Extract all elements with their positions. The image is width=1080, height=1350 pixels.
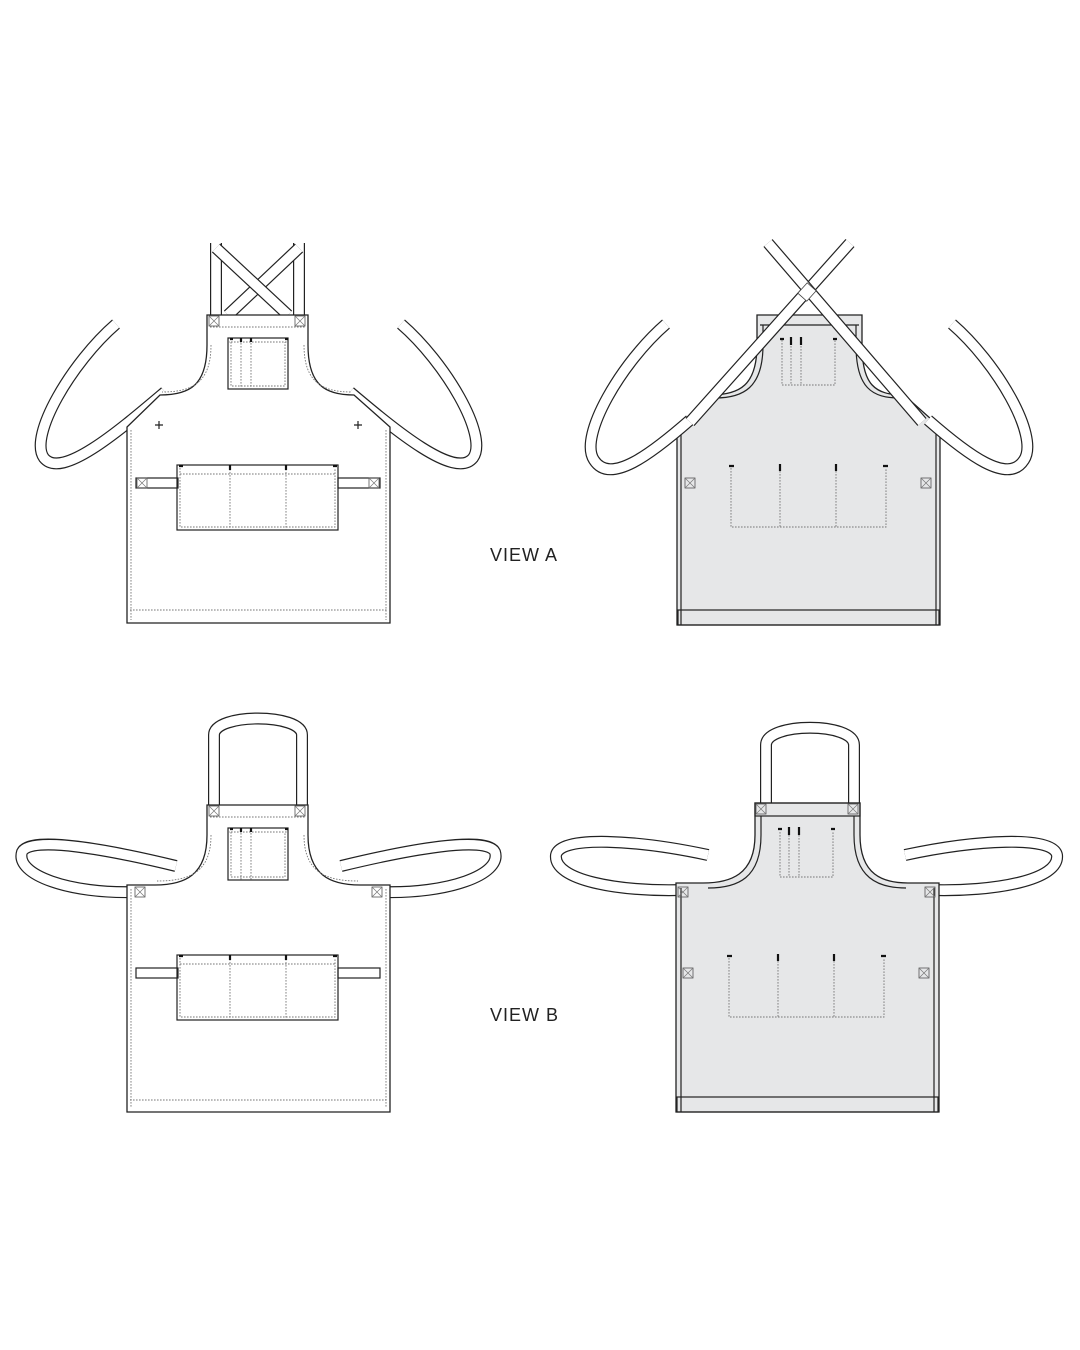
right-waist-tie <box>903 835 1063 897</box>
apron-body <box>126 314 391 624</box>
apron-body-back <box>675 802 940 1113</box>
apron-body <box>126 804 391 1113</box>
left-waist-tie <box>584 319 694 476</box>
neck-strap <box>208 712 308 810</box>
view-b-front <box>15 712 502 1113</box>
front-pocket <box>176 464 339 531</box>
chest-pocket <box>227 337 289 390</box>
view-a-front <box>34 243 483 624</box>
view-b-label: VIEW B <box>490 1005 560 1025</box>
view-a-label: VIEW A <box>490 545 559 565</box>
view-a-back <box>584 239 1034 626</box>
view-b-back <box>550 721 1063 1113</box>
plus-marker <box>155 421 362 429</box>
left-waist-tie <box>15 838 178 899</box>
crossed-shoulder-straps <box>685 239 927 426</box>
right-waist-tie <box>346 319 483 470</box>
front-pocket <box>176 954 339 1021</box>
left-waist-tie <box>34 319 169 470</box>
crossed-shoulder-straps <box>210 243 305 320</box>
right-waist-tie <box>339 838 502 899</box>
chest-pocket <box>227 827 289 881</box>
left-waist-tie <box>550 835 710 897</box>
right-waist-tie <box>924 319 1034 476</box>
apron-body-back <box>676 314 941 626</box>
neck-strap <box>760 721 860 810</box>
